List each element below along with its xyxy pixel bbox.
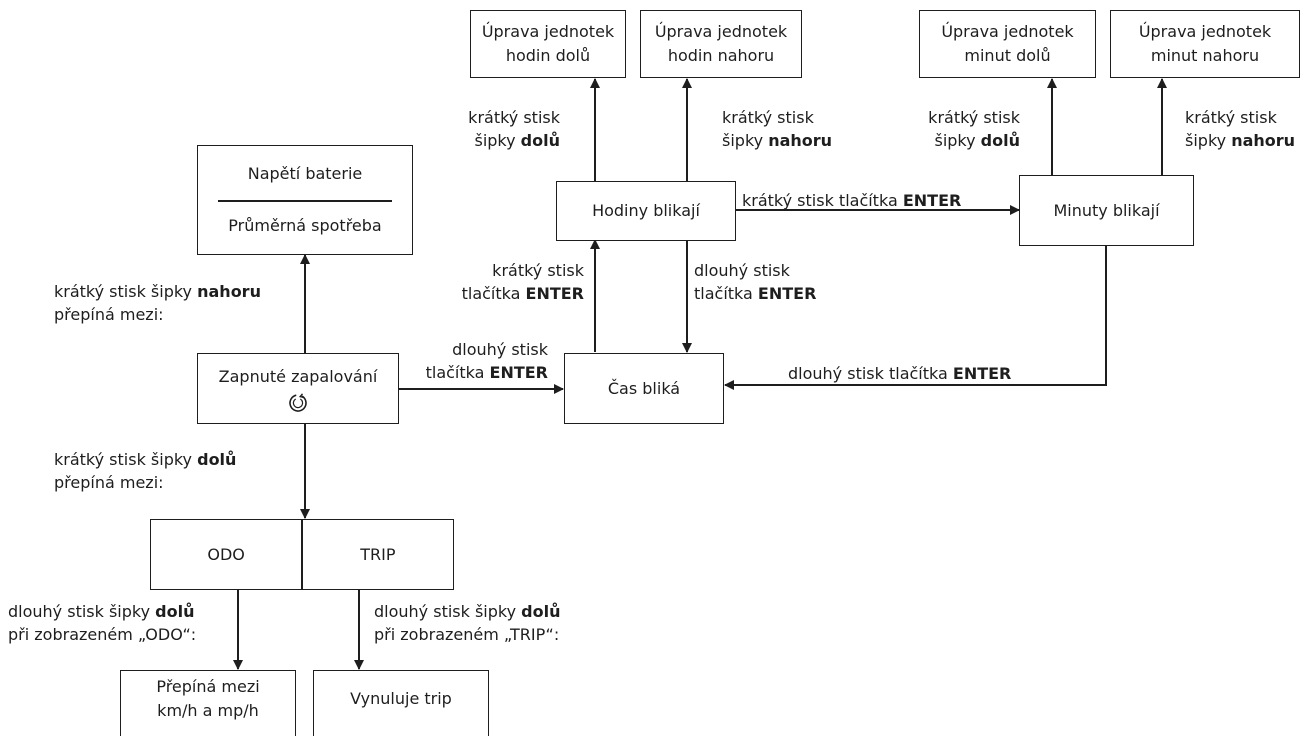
minutes-up-box: Úprava jednotek minut nahoru	[1110, 10, 1300, 78]
switch-units-line1: Přepíná mezi	[156, 677, 260, 696]
label-ignition-to-time: dlouhý stisk tlačítka ENTER	[425, 340, 548, 382]
hours-down-line2: hodin dolů	[505, 46, 591, 65]
switch-units-line2: km/h a mp/h	[157, 701, 259, 720]
label-down-switch: krátký stisk šipky dolů přepíná mezi:	[54, 450, 237, 492]
hours-down-line1: Úprava jednotek	[481, 22, 615, 41]
label-minutes-to-time: dlouhý stisk tlačítka ENTER	[788, 364, 1012, 383]
hours-down-box: Úprava jednotek hodin dolů	[470, 10, 626, 78]
odo-text: ODO	[207, 544, 245, 564]
label-up-switch: krátký stisk šipky nahoru přepíná mezi:	[54, 282, 261, 324]
reset-trip-box: Vynuluje trip	[313, 670, 489, 736]
label-minutes-up: krátký stisk šipky nahoru	[1185, 108, 1296, 150]
minutes-down-box: Úprava jednotek minut dolů	[919, 10, 1096, 78]
label-minutes-down: krátký stisk šipky dolů	[928, 108, 1020, 150]
arrow-minutes-to-time	[724, 246, 1107, 390]
minutes-up-line1: Úprava jednotek	[1138, 22, 1272, 41]
odo-trip-box: ODO TRIP	[150, 519, 454, 590]
average-consumption-text: Průměrná spotřeba	[228, 215, 382, 235]
label-trip-long: dlouhý stisk šipky dolů při zobrazeném „…	[374, 602, 561, 644]
refresh-icon	[289, 392, 307, 412]
label-odo-long: dlouhý stisk šipky dolů při zobrazeném „…	[8, 602, 197, 644]
time-blinks-box: Čas bliká	[564, 353, 724, 424]
label-hours-to-minutes: krátký stisk tlačítka ENTER	[742, 191, 962, 210]
switch-units-box: Přepíná mezi km/h a mp/h	[120, 670, 296, 736]
hours-blink-text: Hodiny blikají	[592, 201, 700, 220]
hours-up-box: Úprava jednotek hodin nahoru	[640, 10, 802, 78]
hours-blink-box: Hodiny blikají	[556, 181, 736, 241]
minutes-down-line2: minut dolů	[964, 46, 1051, 65]
odo-trip-divider	[301, 520, 303, 589]
label-hours-up: krátký stisk šipky nahoru	[722, 108, 833, 150]
ignition-on-text: Zapnuté zapalování	[218, 366, 378, 386]
minutes-blink-box: Minuty blikají	[1019, 175, 1194, 246]
minutes-down-line1: Úprava jednotek	[941, 22, 1074, 41]
ignition-on-box: Zapnuté zapalování	[197, 353, 399, 424]
minutes-blink-text: Minuty blikají	[1053, 200, 1160, 220]
minutes-up-line2: minut nahoru	[1150, 46, 1260, 65]
label-time-to-hours: krátký stisk tlačítka ENTER	[461, 261, 584, 303]
label-hours-down: krátký stisk šipky dolů	[468, 108, 560, 150]
time-blinks-text: Čas bliká	[607, 378, 681, 398]
label-hours-to-time: dlouhý stisk tlačítka ENTER	[694, 261, 817, 303]
hours-up-line1: Úprava jednotek	[654, 22, 788, 41]
trip-text: TRIP	[360, 544, 396, 564]
reset-trip-text: Vynuluje trip	[350, 689, 452, 708]
hours-up-line2: hodin nahoru	[667, 46, 775, 65]
battery-voltage-text: Napětí baterie	[247, 164, 363, 184]
divider	[218, 200, 392, 202]
battery-consumption-box: Napětí baterie Průměrná spotřeba	[197, 145, 413, 255]
